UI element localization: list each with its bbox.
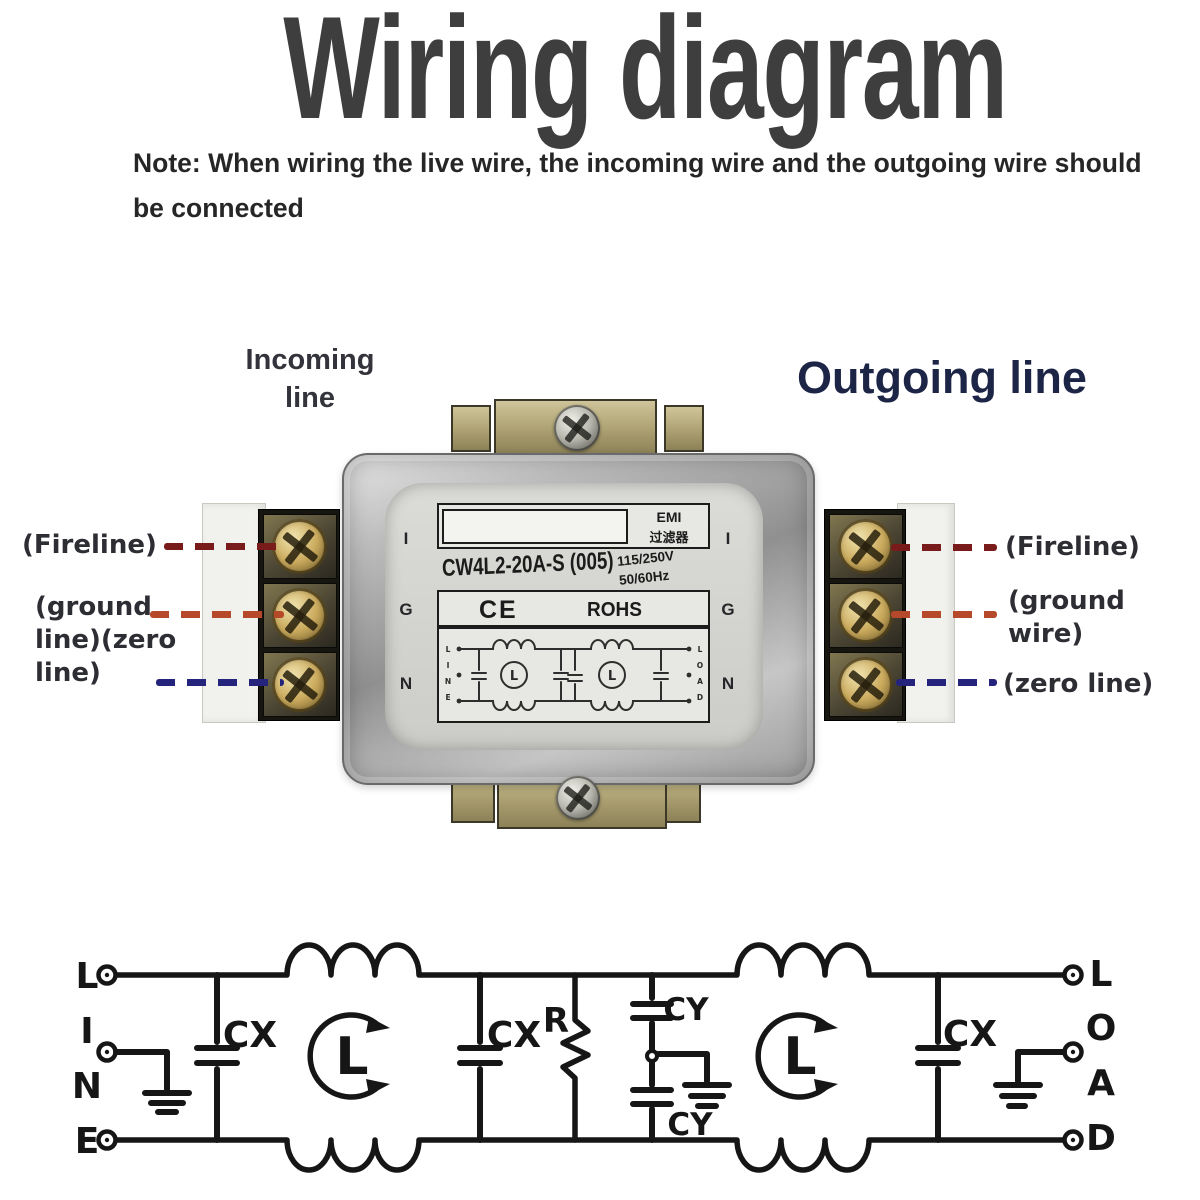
capacitor-cx-2 xyxy=(457,972,503,1143)
cx-2-label: CX xyxy=(487,1015,541,1056)
label-ground-zero-left: (ground line)(zero line) xyxy=(35,592,177,688)
label-emi-text: EMI xyxy=(656,509,682,525)
label-mini-circuit: L L L I N E L O A D xyxy=(445,639,703,711)
bottom-rail-wire xyxy=(113,1137,1067,1173)
cy-earth-branch xyxy=(655,1051,732,1109)
top-rail-wire xyxy=(113,942,1067,978)
flange-screw-bottom-icon xyxy=(556,776,600,820)
capacitor-cx-1 xyxy=(194,972,240,1143)
mini-line-letter-3: E xyxy=(445,693,450,702)
ce-mark-icon: CE xyxy=(479,596,518,624)
label-model-number: CW4L2-20A-S (005) xyxy=(441,547,614,582)
mounting-tab-top-left xyxy=(451,405,491,452)
resistor-r xyxy=(560,972,591,1143)
line-letter-1: I xyxy=(80,1011,93,1052)
flange-screw-top-icon xyxy=(554,405,600,451)
outgoing-line-label: Outgoing line xyxy=(797,352,1087,403)
load-terminals xyxy=(1062,964,1084,1151)
terminal-unit xyxy=(829,583,903,648)
page-title: Wiring diagram xyxy=(283,0,1008,149)
mini-load-letter-0: L xyxy=(698,645,703,654)
line-terminals xyxy=(96,964,118,1151)
mini-line-letter-0: L xyxy=(446,645,451,654)
note-line-2: be connected xyxy=(133,193,304,223)
mini-load-letter-1: O xyxy=(697,661,703,670)
terminal-screw-icon xyxy=(838,519,893,574)
mini-line-letter-1: I xyxy=(447,661,450,670)
label-fireline-right: (Fireline) xyxy=(1005,532,1140,562)
wire-ground-left xyxy=(150,611,284,618)
choke-2-symbol: L xyxy=(755,1012,838,1100)
terminal-letter-left-i: I xyxy=(403,529,409,548)
capacitor-cx-3 xyxy=(915,972,961,1143)
wire-fireline-left xyxy=(164,543,284,550)
r-label: R xyxy=(543,1001,569,1041)
incoming-line-label: Incoming line xyxy=(245,344,375,414)
mounting-tab-top-right xyxy=(664,405,704,452)
mini-inductor-l-2: L xyxy=(608,669,616,684)
terminal-unit xyxy=(829,652,903,717)
device-label: EMI 过滤器 CW4L2-20A-S (005) 115/250V 50/60… xyxy=(437,503,710,723)
cx-1-label: CX xyxy=(223,1015,277,1056)
note-text: Note: When wiring the live wire, the inc… xyxy=(133,141,1163,231)
mini-load-letter-3: D xyxy=(697,693,703,702)
load-letter-0: L xyxy=(1090,954,1113,995)
label-blank-field xyxy=(442,509,628,544)
rohs-mark: ROHS xyxy=(587,599,642,621)
label-emi-chinese-text: 过滤器 xyxy=(649,530,689,545)
choke-1-symbol: L xyxy=(307,1012,390,1100)
label-zero-right: (zero line) xyxy=(1003,669,1154,699)
capacitor-cy-pair xyxy=(630,972,674,1143)
terminal-screw-icon xyxy=(838,588,893,643)
terminal-letter-right-i: I xyxy=(725,529,731,548)
mini-line-letter-2: N xyxy=(445,677,451,686)
terminal-letter-right-n: N xyxy=(721,674,735,693)
label-row-certifications: CE ROHS xyxy=(437,590,710,627)
terminal-letter-left-n: N xyxy=(399,674,413,693)
choke-1-l-label: L xyxy=(335,1027,368,1087)
line-earth-branch xyxy=(113,1049,192,1115)
terminal-screw-icon xyxy=(838,657,893,712)
load-letter-2: A xyxy=(1087,1063,1115,1104)
line-letter-2: N xyxy=(72,1066,102,1107)
terminal-letter-left-g: G xyxy=(399,600,413,619)
wire-zero-left xyxy=(156,679,284,686)
mini-inductor-l-1: L xyxy=(510,669,518,684)
wire-ground-right xyxy=(891,611,997,618)
wire-zero-right xyxy=(896,679,997,686)
filter-circuit-schematic: L L CX CX CX R CY CY L I N E L O A D xyxy=(72,942,1117,1173)
label-row-title: EMI 过滤器 xyxy=(437,503,710,549)
note-line-1: Note: When wiring the live wire, the inc… xyxy=(133,148,1142,178)
wire-fireline-right xyxy=(891,544,997,551)
label-ratings: 115/250V 50/60Hz xyxy=(616,546,677,590)
mini-load-letter-2: A xyxy=(697,677,703,686)
choke-2-l-label: L xyxy=(783,1027,816,1087)
cy-bottom-label: CY xyxy=(667,1107,713,1143)
load-letter-1: O xyxy=(1086,1008,1117,1049)
load-letter-3: D xyxy=(1086,1118,1116,1159)
load-earth-branch xyxy=(993,1049,1067,1109)
terminal-letter-right-g: G xyxy=(721,600,735,619)
cy-top-label: CY xyxy=(663,992,709,1028)
line-letter-3: E xyxy=(75,1121,100,1162)
label-fireline-left: (Fireline) xyxy=(22,530,157,560)
label-row-mini-schematic: L L L I N E L O A D xyxy=(437,627,710,723)
line-letter-0: L xyxy=(76,956,99,997)
cx-3-label: CX xyxy=(943,1014,997,1055)
label-ground-right: (ground wire) xyxy=(1008,586,1125,649)
